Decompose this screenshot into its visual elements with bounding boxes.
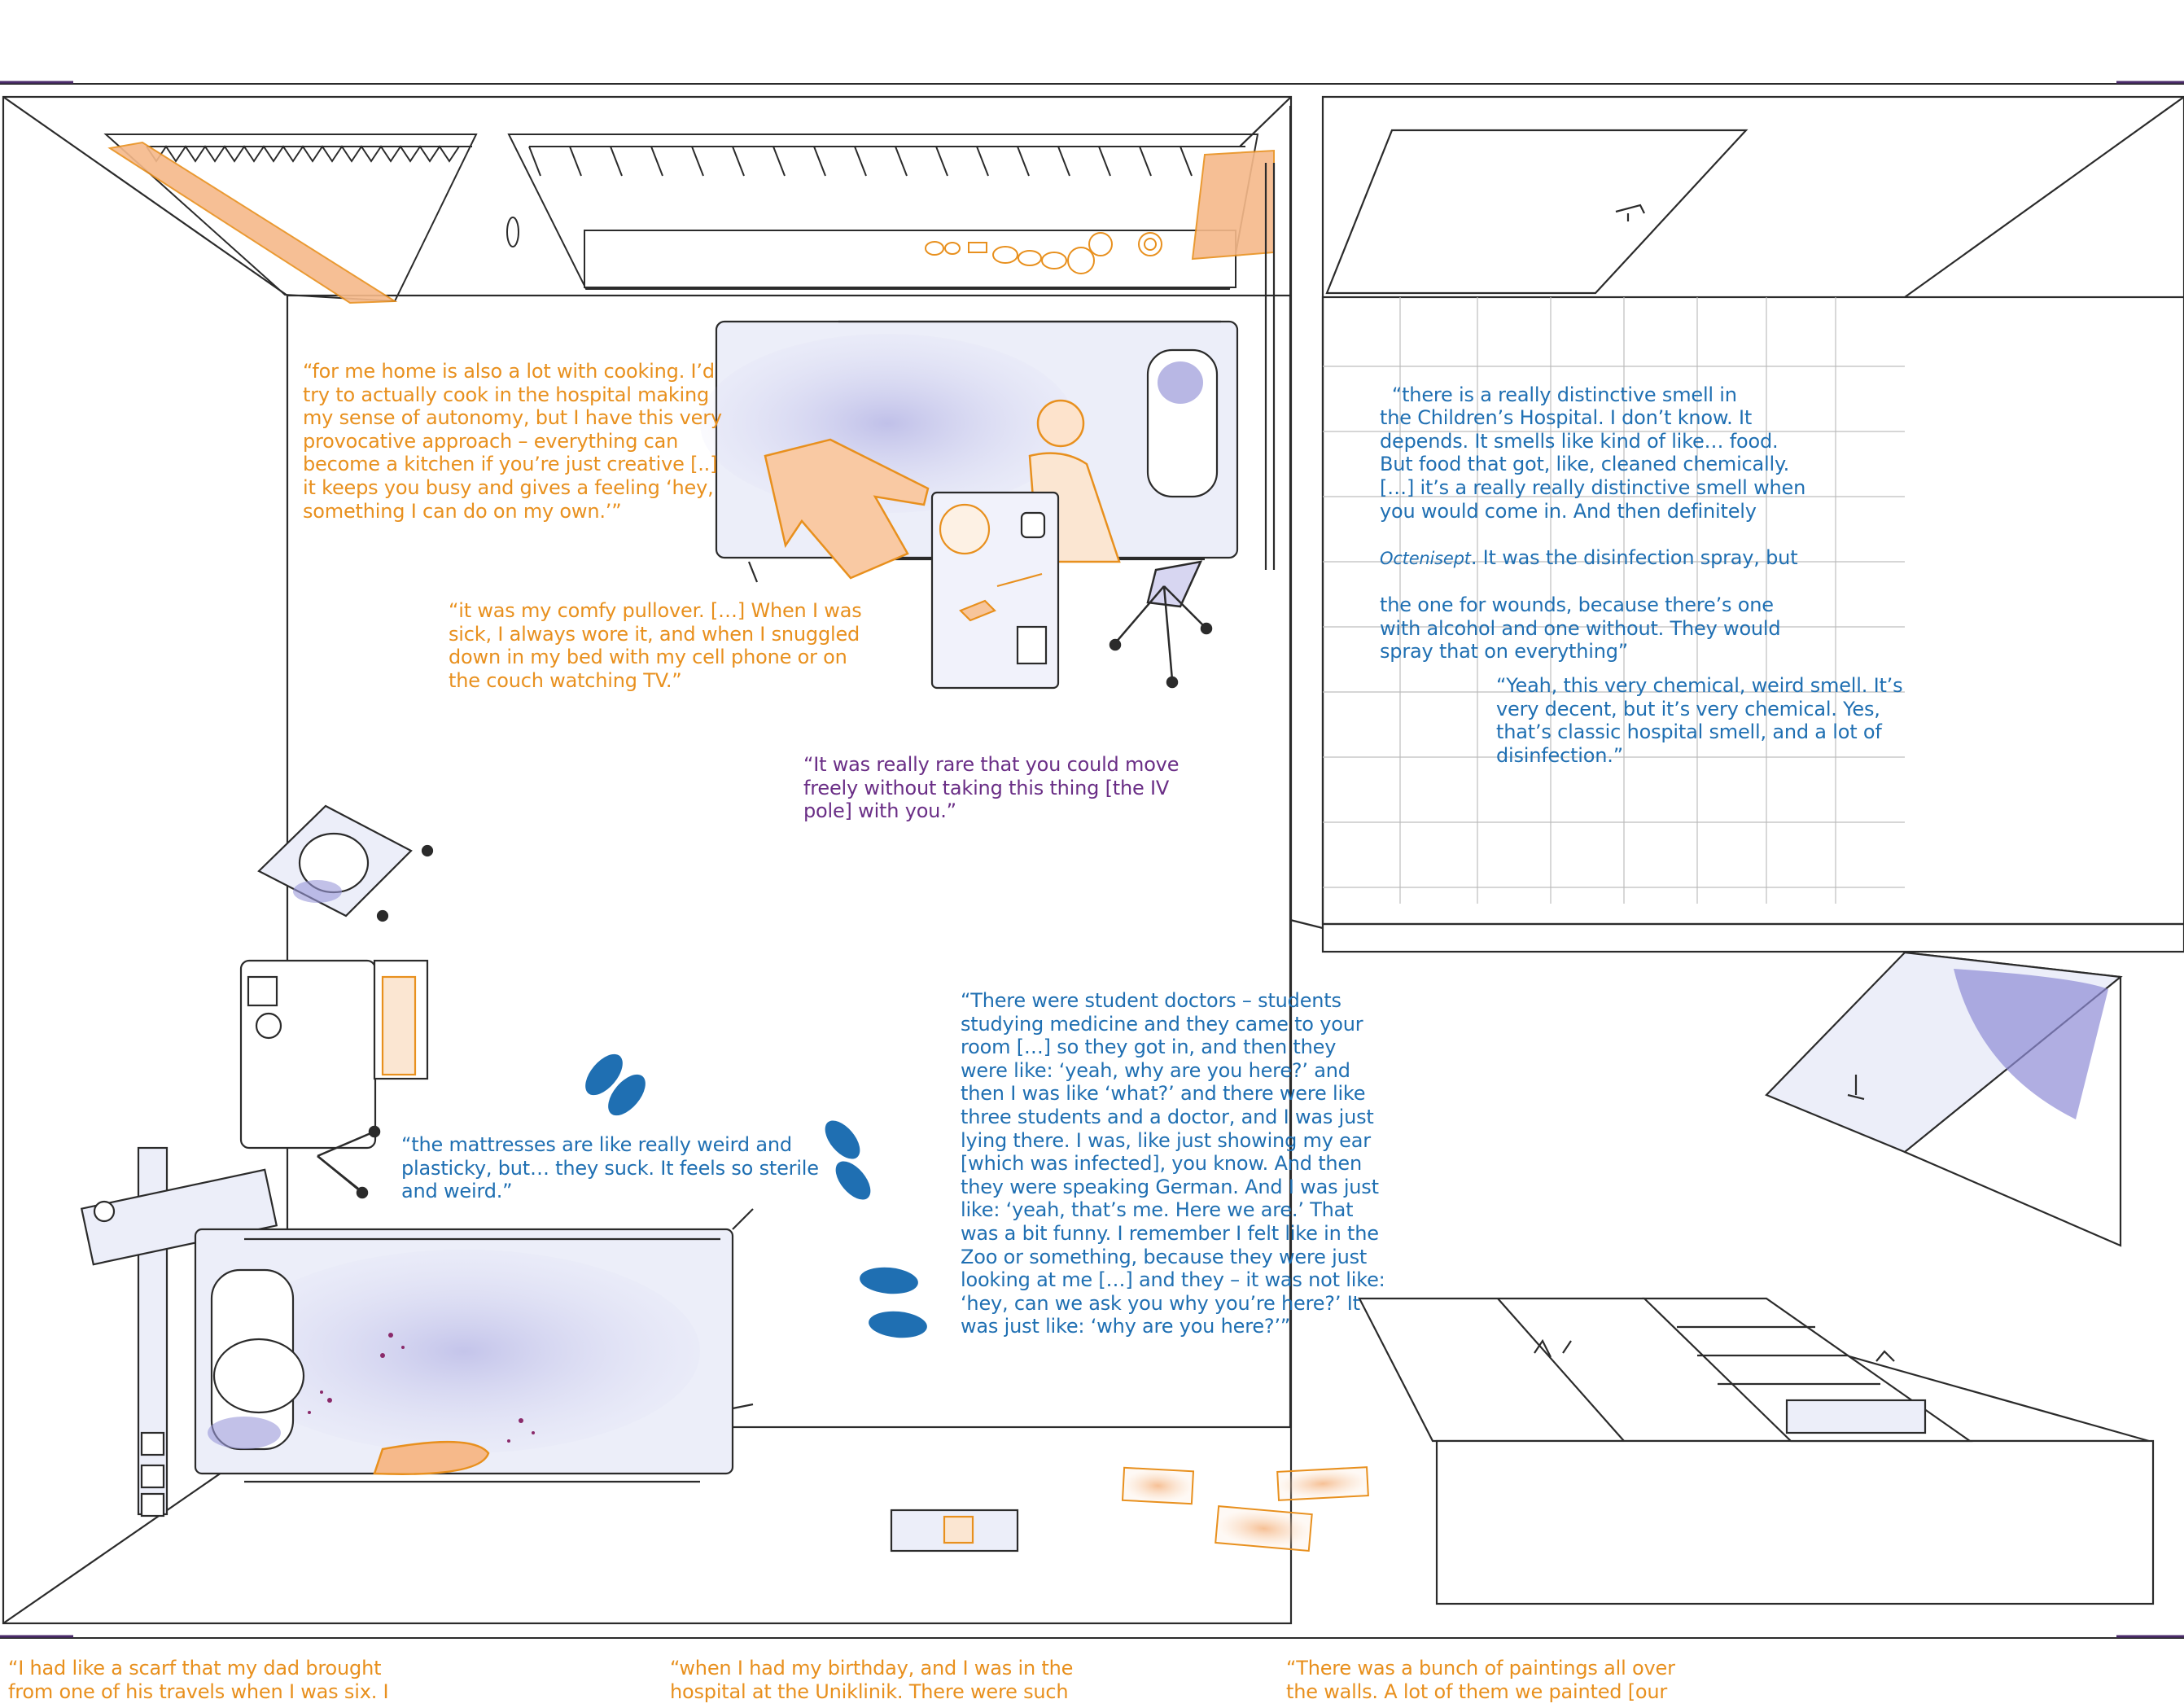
bed-bottom [194, 1208, 754, 1483]
quote-scarf: “I had like a scarf that my dad brought … [8, 1657, 389, 1703]
bathroom-tiles [1323, 297, 1905, 904]
bathroom-door [1325, 129, 1749, 295]
quote-smell: “there is a really distinctive smell in … [1380, 360, 1805, 663]
wardrobe [1358, 1297, 2155, 1605]
quote-smell-part2: . It was the disinfection spray, but [1470, 545, 1798, 569]
iv-pole [1264, 163, 1276, 570]
chair-left [257, 804, 434, 922]
pillow-bottom [373, 1440, 490, 1475]
office-chair-top [1109, 560, 1213, 689]
quote-pullover: “it was my comfy pullover. […] When I wa… [449, 599, 862, 692]
quote-birthday: “when I had my birthday, and I was in th… [670, 1657, 1074, 1703]
curtain-right [1191, 149, 1275, 261]
quote-students: “There were student doctors – students s… [961, 989, 1385, 1338]
tray-on-floor [890, 1509, 1019, 1553]
wall-window-right [1765, 951, 2123, 1247]
bed-table [930, 491, 1060, 690]
window-sill-shelf [584, 230, 1236, 288]
quote-iv-pole: “It was really rare that you could move … [803, 753, 1180, 823]
quote-paintings: “There was a bunch of paintings all over… [1286, 1657, 1675, 1703]
paintings-on-floor [1121, 1466, 1369, 1553]
window-top-center [506, 134, 1259, 290]
quote-mattresses: “the mattresses are like really weird an… [401, 1133, 819, 1203]
blood-stains [308, 1333, 535, 1443]
page-frame [0, 81, 2184, 1639]
pullover [764, 438, 930, 580]
footprints [585, 1053, 927, 1338]
bathroom [1289, 95, 2184, 953]
quote-cooking: “for me home is also a lot with cooking.… [303, 360, 722, 523]
wall-rail [80, 1146, 278, 1517]
office-chair-left [317, 1125, 381, 1199]
quote-smell-brand: Octenisept [1380, 548, 1471, 568]
quote-chemical: “Yeah, this very chemical, weird smell. … [1496, 674, 1903, 767]
quote-smell-part3: the one for wounds, because there’s one … [1380, 593, 1781, 663]
bedside-cabinet [239, 959, 429, 1150]
food-items [925, 232, 1162, 274]
quote-smell-part1: “there is a really distinctive smell in … [1380, 383, 1806, 523]
curtain-left [107, 141, 398, 304]
